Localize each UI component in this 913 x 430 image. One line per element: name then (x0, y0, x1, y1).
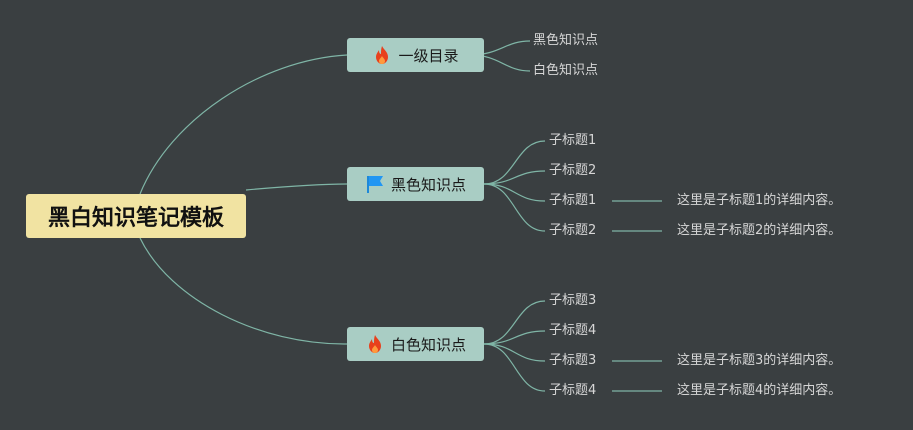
leaf-node[interactable]: 子标题1 (549, 133, 597, 148)
leaf-node[interactable]: 子标题2 (549, 223, 597, 238)
edge-root-branch-2 (245, 183, 348, 191)
branch-node-3-label: 白色知识点 (390, 335, 466, 354)
leaf-node[interactable]: 子标题3 (549, 353, 597, 368)
branch-node-2-label: 黑色知识点 (390, 175, 466, 194)
edge-b2-c1 (483, 140, 546, 185)
leaf-node[interactable]: 子标题4 (549, 323, 597, 338)
root-node-label: 黑白知识笔记模板 (47, 206, 224, 231)
branch-node-3[interactable]: 白色知识点 (347, 327, 484, 361)
edge-b2-c2 (483, 170, 546, 185)
branch-node-2[interactable]: 黑色知识点 (347, 167, 484, 201)
branch-node-1-label: 一级目录 (398, 46, 459, 65)
leaf-detail[interactable]: 这里是子标题1的详细内容。 (677, 193, 842, 208)
flag-icon (366, 176, 383, 193)
leaf-detail[interactable]: 这里是子标题4的详细内容。 (677, 383, 842, 398)
fire-icon (376, 46, 389, 64)
fire-icon (368, 335, 381, 353)
leaf-node[interactable]: 子标题3 (549, 293, 597, 308)
edge-b3-c1 (483, 300, 546, 345)
edge-b3-c3 (483, 343, 546, 362)
edge-b3-c4 (483, 343, 546, 392)
leaf-node[interactable]: 子标题1 (549, 193, 597, 208)
edge-b2-c4 (483, 183, 546, 232)
leaf-detail[interactable]: 这里是子标题2的详细内容。 (677, 223, 842, 238)
leaf-node[interactable]: 子标题4 (549, 383, 597, 398)
leaf-node[interactable]: 黑色知识点 (533, 33, 599, 48)
leaf-node[interactable]: 白色知识点 (533, 63, 599, 78)
edge-root-branch-3 (139, 237, 348, 345)
leaf-detail[interactable]: 这里是子标题3的详细内容。 (677, 353, 842, 368)
leaf-node[interactable]: 子标题2 (549, 163, 597, 178)
branch-node-1[interactable]: 一级目录 (347, 38, 484, 72)
root-node[interactable]: 黑白知识笔记模板 (26, 194, 246, 238)
edge-root-branch-1 (139, 54, 348, 195)
edge-b3-c2 (483, 330, 546, 345)
edge-b2-c3 (483, 183, 546, 202)
